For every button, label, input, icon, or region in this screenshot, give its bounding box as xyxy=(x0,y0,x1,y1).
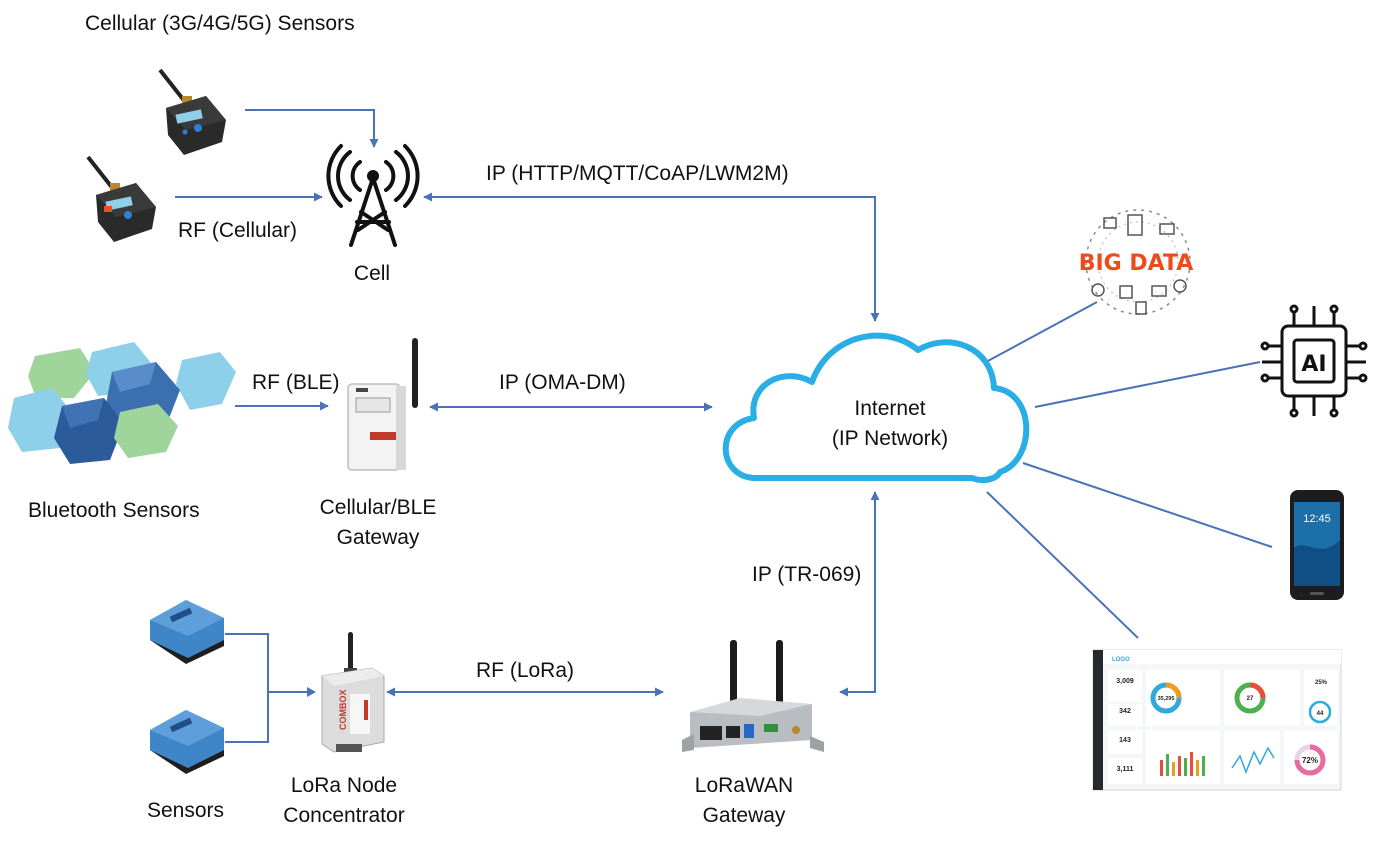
rf-lora-label: RF (LoRa) xyxy=(476,659,575,682)
arrow-sensor1-to-cell xyxy=(245,109,379,148)
line-to-dashboard xyxy=(986,491,1139,639)
ai-label: AI xyxy=(1301,352,1326,377)
dashboard-percent: 25% xyxy=(1315,680,1328,686)
bluetooth-sensors-label: Bluetooth Sensors xyxy=(28,499,200,522)
cellular-ble-gateway-icon xyxy=(347,338,418,471)
internet-cloud-icon xyxy=(722,332,1030,483)
big-data-label: BIG DATA xyxy=(1079,251,1194,276)
dashboard-stat-4: 3,111 xyxy=(1117,766,1134,773)
lorawan-gateway-icon xyxy=(682,640,824,752)
phone-clock: 12:45 xyxy=(1303,513,1331,525)
dashboard-icon xyxy=(1092,649,1342,791)
line-to-phone xyxy=(1022,462,1273,548)
ip-tr069-label: IP (TR-069) xyxy=(752,563,862,586)
rf-cellular-label: RF (Cellular) xyxy=(178,219,298,242)
arrow-cell-internet xyxy=(423,192,880,322)
lora-node-label-line-1: LoRa Node xyxy=(290,774,398,797)
internet-label-line-1: Internet xyxy=(854,397,926,420)
cellular-sensor-1-icon xyxy=(158,68,226,155)
cell-tower-top xyxy=(367,170,379,182)
lora-sensor-2-icon xyxy=(150,710,224,774)
lorawan-label-line-1: LoRaWAN xyxy=(694,774,794,797)
lora-node-label-line-2: Concentrator xyxy=(283,804,405,827)
combox-label: COMBOX xyxy=(338,690,348,731)
arrow-lorawan-internet xyxy=(839,491,880,697)
gateway-label-line-2: Gateway xyxy=(336,526,420,549)
bluetooth-sensors-icon xyxy=(8,342,236,464)
cell-tower-icon xyxy=(326,144,420,247)
gateway-label-line-1: Cellular/BLE xyxy=(319,496,437,519)
line-to-big-data xyxy=(985,301,1098,363)
big-data-icon xyxy=(1085,209,1191,315)
internet-label-line-2: (IP Network) xyxy=(831,427,949,450)
dashboard-stat-3: 143 xyxy=(1119,737,1131,744)
lora-sensors-bracket xyxy=(225,633,307,743)
line-to-ai xyxy=(1034,361,1261,408)
connections xyxy=(175,109,1273,743)
cellular-sensors-label: Cellular (3G/4G/5G) Sensors xyxy=(85,12,355,35)
ip-http-label: IP (HTTP/MQTT/CoAP/LWM2M) xyxy=(486,162,789,185)
sensors-label: Sensors xyxy=(147,799,225,822)
dashboard-donut-value-2: 27 xyxy=(1247,696,1254,702)
rf-ble-label: RF (BLE) xyxy=(252,371,340,394)
ip-oma-label: IP (OMA-DM) xyxy=(499,371,626,394)
dashboard-stat-2: 342 xyxy=(1119,708,1131,715)
ai-chip-icon xyxy=(1260,304,1368,418)
dashboard-circle-value: 44 xyxy=(1317,711,1324,717)
lorawan-label-line-2: Gateway xyxy=(702,804,786,827)
lora-bracket-arrowhead xyxy=(307,687,316,697)
smartphone-icon xyxy=(1290,490,1344,600)
lora-node-concentrator-icon xyxy=(321,632,385,753)
cell-label: Cell xyxy=(353,262,391,285)
dashboard-gauge-value: 72% xyxy=(1302,756,1318,765)
dashboard-donut-value-1: 35,295 xyxy=(1158,696,1175,702)
cellular-sensor-2-icon xyxy=(86,155,156,242)
dashboard-logo: LOGO xyxy=(1112,657,1130,663)
lora-sensor-1-icon xyxy=(150,600,224,664)
dashboard-stat-1: 3,009 xyxy=(1116,678,1134,685)
